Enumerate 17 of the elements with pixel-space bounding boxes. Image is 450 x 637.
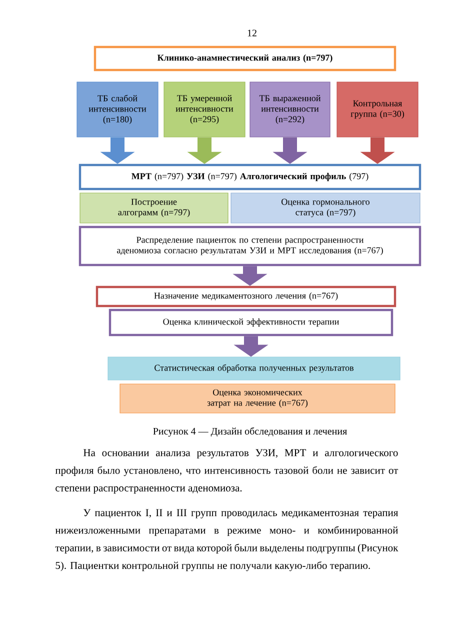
process-box: Клинико-анамнестический анализ (n=797) [94, 46, 396, 72]
process-box: Статистическая обработка полученных результатов [108, 356, 400, 380]
process-box: Оценка гормонального статуса (n=797) [230, 192, 420, 224]
group-box: ТБ выраженной интенсивности (n=292) [250, 82, 330, 138]
paragraph: У пациенток I, II и III групп проводилась медикаментозная терапия нижеизложенными препаратами в режиме моно- и комбинированной терапии, в зависимости от вида которой были выделены подгруппы (Рисунок 5). Пациентки контрольной группы не получали какую-либо терапию. [55, 509, 398, 572]
caption: Рисунок 4 — Дизайн обследования и лечения [153, 427, 347, 437]
process-box: Назначение медикаментозного лечения (n=767) [96, 286, 396, 308]
paragraph: На основании анализа результатов УЗИ, МРТ и алгологического профиля было установлено, что интенсивность тазовой боли не зависит от степени распространенности аденомиоза. [55, 449, 398, 494]
group-box: Контрольная группа (n=30) [336, 82, 418, 138]
group-box: ТБ умеренной интенсивности (n=295) [164, 82, 246, 138]
process-box: Построение алгограмм (n=797) [80, 192, 228, 224]
process-box: Распределение пациенток по степени распространенности аденомиоза согласно результатам УЗИ и МРТ исследования (n=767) [78, 226, 422, 266]
group-box: ТБ слабой интенсивности (n=180) [76, 82, 158, 138]
process-box: МРТ (n=797) УЗИ (n=797) Алгологический профиль (797) [78, 164, 422, 190]
page-number: 12 [248, 30, 256, 36]
process-box: Оценка клинической эффективности терапии [108, 308, 394, 336]
process-box: Оценка экономических затрат на лечение (n=767) [120, 384, 396, 414]
